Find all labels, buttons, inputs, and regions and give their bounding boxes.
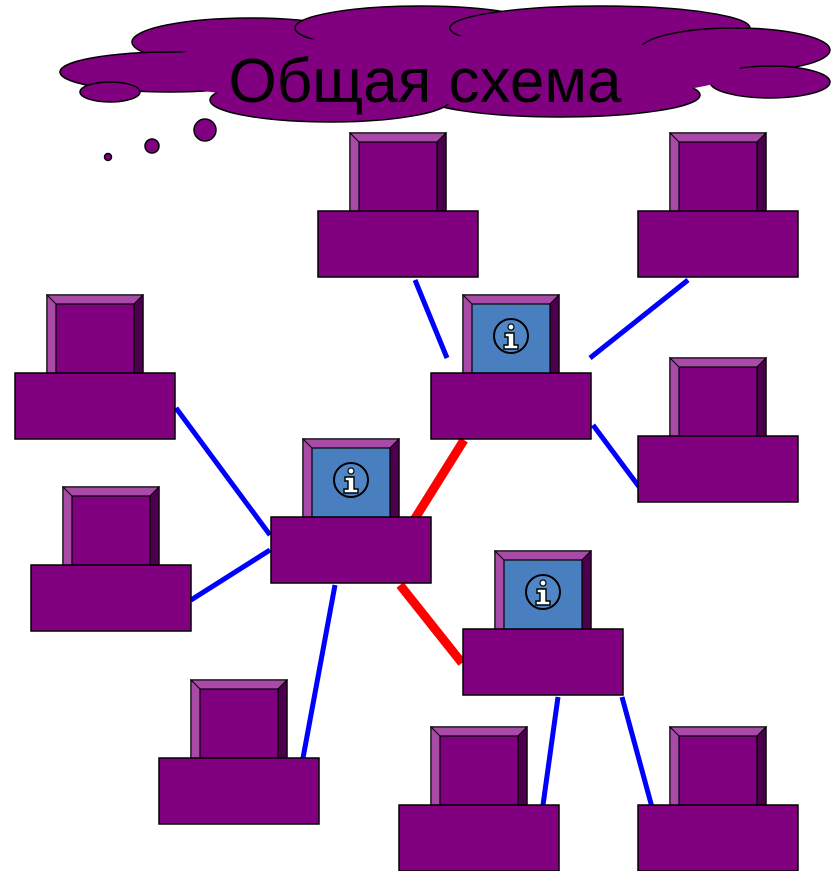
monitor-bevel-right xyxy=(756,356,767,450)
monitor-screen xyxy=(678,141,758,215)
link-server-middle-server-top xyxy=(410,437,468,523)
monitor-bevel-right xyxy=(756,131,767,225)
monitor-bevel-top xyxy=(348,132,448,143)
computer-body xyxy=(14,372,176,440)
monitor-bevel-right xyxy=(133,293,144,387)
monitor-bevel-right xyxy=(277,678,288,772)
monitor-bevel-left xyxy=(302,437,313,531)
computer-body xyxy=(317,210,479,278)
monitor-bevel-top xyxy=(189,679,289,690)
computer-body xyxy=(398,804,560,871)
link-pc-top-center-server-top xyxy=(412,279,450,359)
pc-right-middle xyxy=(637,356,799,503)
computer-body xyxy=(637,804,799,871)
monitor-bevel-top xyxy=(461,294,561,305)
pc-bottom-center xyxy=(398,725,560,871)
monitor-bevel-top xyxy=(429,726,529,737)
link-pc-top-right-server-top xyxy=(588,278,690,360)
link-pc-left-upper-server-middle xyxy=(173,406,273,537)
monitor-bevel-top xyxy=(668,726,768,737)
pc-left-lower xyxy=(30,485,192,632)
link-server-middle-server-bottom xyxy=(396,582,466,666)
monitor-bevel-left xyxy=(349,131,360,225)
monitor-bevel-left xyxy=(669,356,680,450)
pc-top-center xyxy=(317,131,479,278)
monitor-bevel-left xyxy=(62,485,73,579)
monitor-bevel-right xyxy=(436,131,447,225)
monitor-bevel-left xyxy=(669,725,680,819)
computer-body xyxy=(462,628,624,696)
monitor-bevel-left xyxy=(669,131,680,225)
title-cloud: Общая схема xyxy=(59,5,831,162)
computer-body xyxy=(637,435,799,503)
cloud-bubble-large xyxy=(193,118,217,142)
monitor-bevel-right xyxy=(581,549,592,643)
pc-bottom-left xyxy=(158,678,320,825)
monitor-bevel-top xyxy=(61,486,161,497)
monitor-bevel-top xyxy=(45,294,145,305)
monitor-bevel-top xyxy=(493,550,593,561)
monitor-screen xyxy=(71,495,151,569)
info-icon xyxy=(333,462,369,498)
monitor-bevel-top xyxy=(668,132,768,143)
monitor-bevel-right xyxy=(549,293,560,387)
computer-body xyxy=(637,210,799,278)
link-pc-bottom-center-server-bottom xyxy=(540,696,561,806)
monitor-bevel-left xyxy=(462,293,473,387)
monitor-screen xyxy=(199,688,279,762)
computer-body xyxy=(30,564,192,632)
monitor-bevel-left xyxy=(190,678,201,772)
monitor-bevel-right xyxy=(389,437,400,531)
monitor-screen xyxy=(55,303,135,377)
monitor-bevel-right xyxy=(756,725,767,819)
pc-left-upper xyxy=(14,293,176,440)
link-pc-bottom-left-server-middle xyxy=(300,584,338,759)
diagram-title: Общая схема xyxy=(229,47,622,116)
pc-bottom-right xyxy=(637,725,799,871)
monitor-screen xyxy=(358,141,438,215)
monitor-screen xyxy=(439,735,519,809)
link-pc-bottom-right-server-bottom xyxy=(619,696,659,823)
computer-body xyxy=(270,516,432,584)
links xyxy=(173,278,690,823)
monitor-bevel-left xyxy=(46,293,57,387)
computer-body xyxy=(158,757,320,825)
server-bottom xyxy=(462,549,624,696)
monitor-bevel-left xyxy=(430,725,441,819)
info-icon xyxy=(493,318,529,354)
monitor-bevel-top xyxy=(301,438,401,449)
pc-top-right xyxy=(637,131,799,278)
cloud-bubble-medium xyxy=(144,138,160,154)
computers xyxy=(14,131,799,871)
link-pc-right-middle-server-top xyxy=(590,423,643,490)
monitor-screen xyxy=(678,366,758,440)
cloud-bubble-small xyxy=(103,152,113,162)
monitor-screen xyxy=(678,735,758,809)
monitor-bevel-right xyxy=(517,725,528,819)
monitor-bevel-right xyxy=(149,485,160,579)
cloud-shape xyxy=(59,5,831,123)
info-icon xyxy=(525,574,561,610)
server-top xyxy=(430,293,592,440)
server-middle xyxy=(270,437,432,584)
link-pc-left-lower-server-middle xyxy=(189,547,272,603)
monitor-bevel-top xyxy=(668,357,768,368)
monitor-bevel-left xyxy=(494,549,505,643)
computer-body xyxy=(430,372,592,440)
